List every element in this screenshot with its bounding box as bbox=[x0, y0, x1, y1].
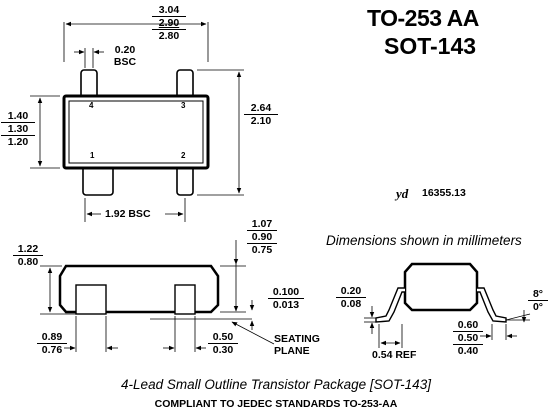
body-width-values: 1.40 1.30 1.20 bbox=[1, 110, 35, 148]
side-lead-left bbox=[75, 284, 107, 315]
angle-values: 8° 0° bbox=[528, 288, 548, 313]
lead-2-bottom bbox=[176, 165, 194, 196]
lead-thickness-values: 0.20 0.08 bbox=[336, 285, 366, 310]
pin-1-label: 1 bbox=[90, 151, 95, 160]
lead-length-values: 1.22 0.80 bbox=[13, 243, 43, 268]
pin-3-label: 3 bbox=[181, 101, 186, 110]
end-lead-right bbox=[477, 287, 507, 323]
lead-narrow-values: 0.50 0.30 bbox=[208, 331, 238, 356]
side-lead-right bbox=[174, 284, 196, 315]
seating-plane-label: SEATING PLANE bbox=[274, 333, 320, 357]
top-view bbox=[30, 21, 244, 222]
drawing-initials: yd bbox=[396, 186, 409, 201]
foot-length-values: 0.60 0.50 0.40 bbox=[453, 319, 483, 357]
body-inner bbox=[68, 100, 204, 164]
pitch-value: 1.92 BSC bbox=[105, 208, 151, 220]
lead-wide-values: 0.89 0.76 bbox=[37, 331, 67, 356]
package-caption: 4-Lead Small Outline Transistor Package … bbox=[121, 377, 431, 392]
standoff-values: 0.100 0.013 bbox=[268, 286, 304, 311]
side-view bbox=[40, 240, 275, 352]
end-body bbox=[403, 262, 479, 312]
package-title-line2: SOT-143 bbox=[384, 33, 477, 59]
compliance-note: COMPLIANT TO JEDEC STANDARDS TO-253-AA bbox=[154, 398, 398, 410]
height-values: 1.07 0.90 0.75 bbox=[247, 218, 277, 256]
lead-1-bottom bbox=[82, 165, 114, 196]
body-outline bbox=[62, 94, 210, 170]
lead-4-top bbox=[80, 69, 98, 99]
end-view bbox=[364, 262, 531, 348]
pin-2-label: 2 bbox=[181, 151, 186, 160]
end-lead-left bbox=[375, 287, 405, 323]
units-note: Dimensions shown in millimeters bbox=[326, 233, 522, 248]
overall-width-values: 2.64 2.10 bbox=[244, 102, 278, 127]
lead-width-values: 0.20 BSC bbox=[113, 44, 137, 68]
pin-4-label: 4 bbox=[89, 101, 94, 110]
drawing-number: 16355.13 bbox=[422, 187, 466, 199]
overall-length-values: 3.04 2.90 2.80 bbox=[152, 4, 186, 42]
lead-3-top bbox=[176, 69, 194, 99]
foot-ref-value: 0.54 REF bbox=[372, 349, 417, 361]
package-title-line1: TO-253 AA bbox=[367, 5, 479, 31]
